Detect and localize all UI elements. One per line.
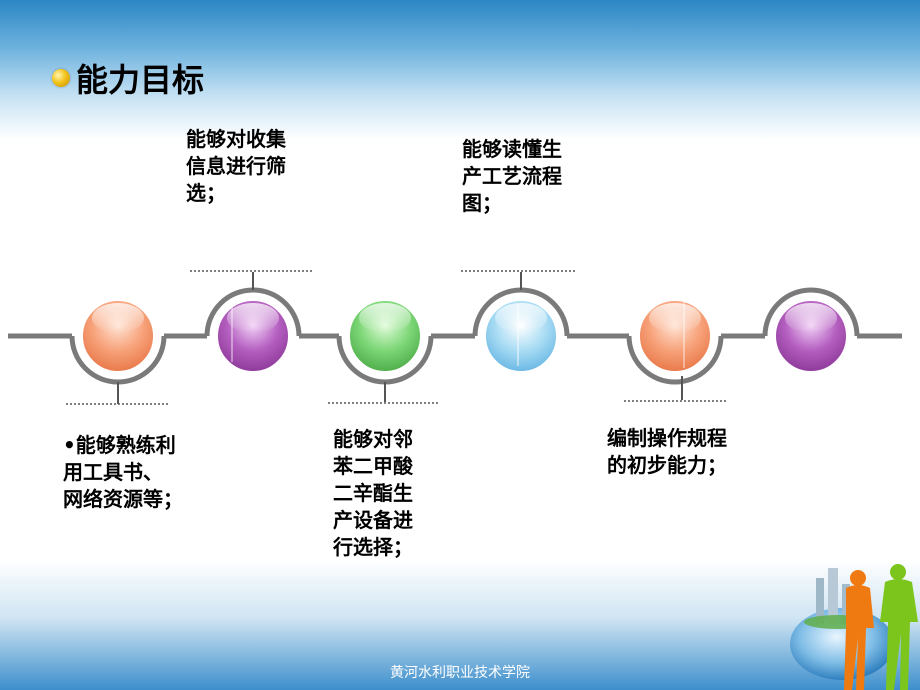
dotted-lines [66,270,727,405]
footer-institution-name: 黄河水利职业技术学院 [390,665,530,681]
footer-gradient-background [0,560,920,690]
orange-person-icon [844,570,874,690]
timeline-node-6 [774,299,848,373]
timeline-node-2 [216,299,290,373]
timeline-node-5 [638,299,712,373]
timeline-node-3 [348,299,422,373]
timeline-node-4 [484,299,558,373]
label-select-equipment: 能够对邻 苯二甲酸 二辛酯生 产设备进 行选择； [333,427,413,559]
gold-bullet-icon [52,69,70,87]
label-operating-procedures: 编制操作规程 的初步能力； [607,426,727,477]
label-connectors [117,272,683,404]
label-filter-information: 能够对收集 信息进行筛 选； [186,127,286,205]
label-use-reference-tools: •能够熟练利 用工具书、 网络资源等； [63,433,183,511]
green-person-icon [880,564,918,690]
slide-title: 能力目标 [52,56,204,100]
label-read-process-flow: 能够读懂生 产工艺流程 图； [462,137,562,215]
header-gradient-background [0,0,920,140]
slide-title-text: 能力目标 [76,61,205,99]
globe-figures-decoration [790,564,918,690]
timeline-node-1 [81,299,155,373]
